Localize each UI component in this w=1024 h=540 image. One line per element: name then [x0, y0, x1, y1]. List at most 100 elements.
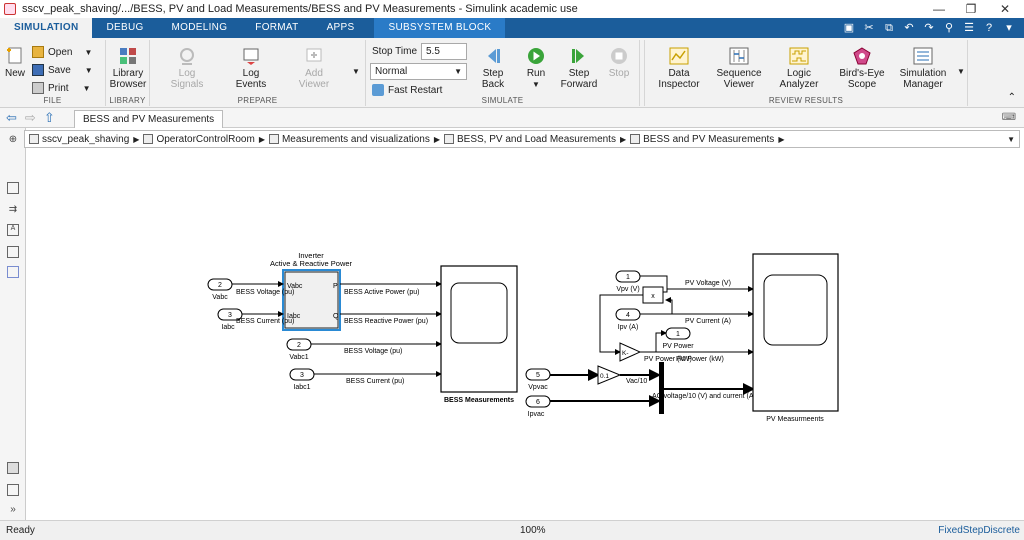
arrow-toggle-icon[interactable]: ⇉	[8, 204, 18, 215]
open-button[interactable]: Open▼	[32, 46, 92, 58]
signal-label-iabc: BESS Current (pu)	[236, 318, 294, 325]
print-button[interactable]: Print▼	[32, 82, 90, 94]
library-group: Library Browser LIBRARY	[106, 40, 150, 106]
step-forward-button[interactable]: Step Forward	[560, 46, 598, 90]
help-icon[interactable]: ?	[985, 22, 993, 34]
model-canvas[interactable]: Inverter Active & Reactive Power Vabc Ia…	[27, 150, 1024, 520]
tab-format[interactable]: FORMAT	[255, 22, 299, 33]
simulation-mode-select[interactable]: Normal▼	[370, 63, 467, 80]
forward-arrow-icon[interactable]: ⇨	[24, 109, 36, 125]
copy-icon[interactable]: ⧉	[885, 22, 893, 34]
inverter-block-body	[284, 271, 339, 329]
tab-debug[interactable]: DEBUG	[106, 22, 144, 33]
expand-toolbar-icon[interactable]: »	[10, 504, 16, 515]
zoom-level[interactable]: 100%	[520, 525, 546, 536]
status-bar: Ready 100% FixedStepDiscrete	[0, 520, 1024, 540]
breadcrumb-item-measurements[interactable]: Measurements and visualizations	[265, 134, 430, 145]
cut-icon[interactable]: ✂	[864, 22, 874, 34]
new-button[interactable]: New	[4, 46, 26, 79]
up-arrow-icon[interactable]: ⇧	[43, 109, 55, 125]
file-group: New Open▼ Save▼ Print▼ FILE	[0, 40, 106, 106]
breadcrumb-dropdown-icon[interactable]: ▼	[1007, 134, 1015, 144]
sequence-viewer-button[interactable]: Sequence Viewer	[711, 46, 767, 90]
breadcrumb-separator-icon: ▶	[258, 134, 265, 144]
stop-time-input[interactable]: 5.5	[421, 43, 467, 60]
status-text: Ready	[6, 525, 35, 536]
port-q: Q	[333, 313, 339, 320]
add-viewer-button[interactable]: Add Viewer	[292, 46, 336, 90]
mux-block[interactable]	[659, 362, 664, 414]
block-diagram: Inverter Active & Reactive Power Vabc Ia…	[207, 251, 839, 423]
birds-eye-scope-icon	[853, 47, 871, 65]
signal-line-pv-voltage[interactable]	[640, 275, 754, 292]
tab-simulation[interactable]: SIMULATION	[0, 18, 93, 38]
run-button[interactable]: Run ▼	[518, 46, 554, 90]
keyboard-icon[interactable]: ⌨	[1001, 112, 1016, 123]
collapse-ribbon-icon[interactable]: ⌃	[1007, 92, 1016, 103]
tab-modeling[interactable]: MODELING	[171, 22, 228, 33]
undo-icon[interactable]: ↶	[904, 22, 914, 34]
settings-icon[interactable]: ▾	[1006, 22, 1012, 34]
maximize-icon[interactable]: ❐	[965, 2, 977, 16]
step-back-button[interactable]: Step Back	[476, 46, 510, 90]
save-button[interactable]: Save▼	[32, 64, 93, 76]
subsystem-icon	[143, 134, 154, 144]
model-document-tab[interactable]: BESS and PV Measurements	[74, 110, 224, 128]
fast-restart-toggle[interactable]: Fast Restart	[372, 84, 442, 96]
inport-2-label: Vabc	[212, 294, 228, 301]
birds-eye-scope-button[interactable]: Bird's-Eye Scope	[835, 46, 889, 90]
breadcrumb-item-operator[interactable]: OperatorControlRoom	[139, 134, 255, 145]
outport-1-label: PV Power	[662, 343, 694, 350]
signal-line-product-to-gain[interactable]	[599, 294, 643, 355]
gain-block-0-1[interactable]	[597, 365, 622, 385]
gain-block-k[interactable]	[619, 342, 642, 362]
review-expand-button[interactable]: ▼	[957, 67, 965, 76]
breadcrumb-item-root[interactable]: sscv_peak_shaving	[25, 134, 129, 145]
library-group-label: LIBRARY	[109, 96, 146, 105]
screenshot-icon[interactable]	[7, 462, 19, 474]
solver-info[interactable]: FixedStepDiscrete	[938, 525, 1020, 536]
log-events-button[interactable]: Log Events	[228, 46, 274, 90]
breadcrumb-separator-icon: ▶	[619, 134, 627, 144]
tab-apps[interactable]: APPS	[326, 22, 355, 33]
save-icon[interactable]: ▣	[843, 22, 855, 34]
signal-branch-pv-voltage	[663, 289, 668, 293]
minimize-icon[interactable]: —	[933, 2, 945, 16]
log-events-icon	[243, 48, 259, 65]
gain-k-label: K-	[622, 350, 629, 357]
image-icon[interactable]	[7, 246, 19, 258]
redo-icon[interactable]: ↷	[924, 22, 934, 34]
signal-label-active-power: BESS Active Power (pu)	[344, 289, 419, 296]
outport-1-pv-power[interactable]	[665, 327, 691, 340]
printer-icon	[32, 82, 44, 94]
navigation-bar: ⇦ ⇨ ⇧ ⌨	[0, 108, 1024, 128]
inport-2b-label: Vabc1	[289, 354, 308, 361]
stop-button[interactable]: Stop	[604, 46, 634, 79]
simulation-manager-button[interactable]: Simulation Manager	[895, 46, 951, 90]
property-inspector-icon[interactable]	[7, 484, 19, 496]
breadcrumb-item-bess-pv[interactable]: BESS and PV Measurements	[626, 134, 774, 145]
annotation-icon[interactable]: A	[7, 224, 19, 236]
library-browser-button[interactable]: Library Browser	[108, 46, 148, 90]
inport-4-label: Ipv (A)	[618, 324, 639, 331]
data-inspector-button[interactable]: Data Inspector	[653, 46, 705, 90]
log-signals-button[interactable]: Log Signals	[164, 46, 210, 90]
breadcrumb-item-bess-pv-load[interactable]: BESS, PV and Load Measurements	[440, 134, 616, 145]
run-icon	[528, 48, 544, 64]
back-arrow-icon[interactable]: ⇦	[6, 109, 17, 125]
log-signals-icon	[180, 48, 194, 65]
library-browser-icon	[120, 48, 136, 64]
model-browser-icon[interactable]: ⊕	[8, 134, 18, 145]
close-icon[interactable]: ✕	[999, 2, 1011, 16]
logic-analyzer-button[interactable]: Logic Analyzer	[773, 46, 825, 90]
community-icon[interactable]: ☰	[964, 22, 974, 34]
data-inspector-icon	[669, 47, 689, 65]
inport-2-number: 2	[218, 282, 222, 289]
area-icon[interactable]	[7, 266, 19, 278]
search-icon[interactable]: ⚲	[944, 22, 954, 34]
breadcrumb: sscv_peak_shaving ▶ OperatorControlRoom …	[24, 130, 1020, 148]
canvas-toolbar: ⊕ ⇉ A »	[0, 128, 26, 520]
prepare-expand-button[interactable]: ▼	[352, 67, 360, 76]
tab-subsystem-block[interactable]: SUBSYSTEM BLOCK	[374, 18, 506, 38]
fit-to-view-icon[interactable]	[7, 182, 19, 194]
